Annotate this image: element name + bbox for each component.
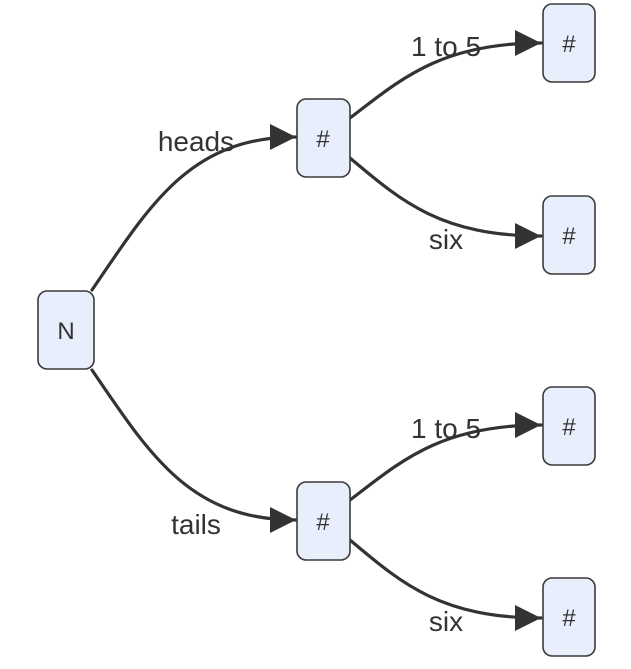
edge-label-tails-1to5: 1 to 5: [411, 413, 481, 444]
edge-tails-1to5: [348, 412, 543, 502]
edge-label-heads-six: six: [429, 224, 463, 255]
node-tails-six-label: #: [562, 605, 576, 632]
edge-heads-1to5: [348, 30, 543, 120]
node-heads-1to5-label: #: [562, 31, 576, 58]
edge-label-tails-six: six: [429, 606, 463, 637]
node-heads-1to5: #: [542, 3, 596, 83]
edge-heads-six: [348, 156, 543, 249]
edge-root-tails: [90, 368, 298, 533]
node-root: N: [37, 290, 95, 370]
edge-tails-six: [348, 538, 543, 631]
node-tails-1to5-label: #: [562, 414, 576, 441]
node-heads-six-label: #: [562, 223, 576, 250]
node-heads-six: #: [542, 195, 596, 275]
edge-label-tails: tails: [171, 509, 221, 540]
edge-label-heads: heads: [158, 126, 234, 157]
edge-label-heads-1to5: 1 to 5: [411, 31, 481, 62]
node-heads-label: #: [316, 126, 330, 153]
node-tails-1to5: #: [542, 386, 596, 466]
node-heads: #: [296, 98, 351, 178]
node-tails-label: #: [316, 509, 330, 536]
node-root-label: N: [57, 318, 74, 345]
edge-root-heads: [90, 124, 298, 292]
node-tails: #: [296, 481, 351, 561]
node-tails-six: #: [542, 577, 596, 657]
